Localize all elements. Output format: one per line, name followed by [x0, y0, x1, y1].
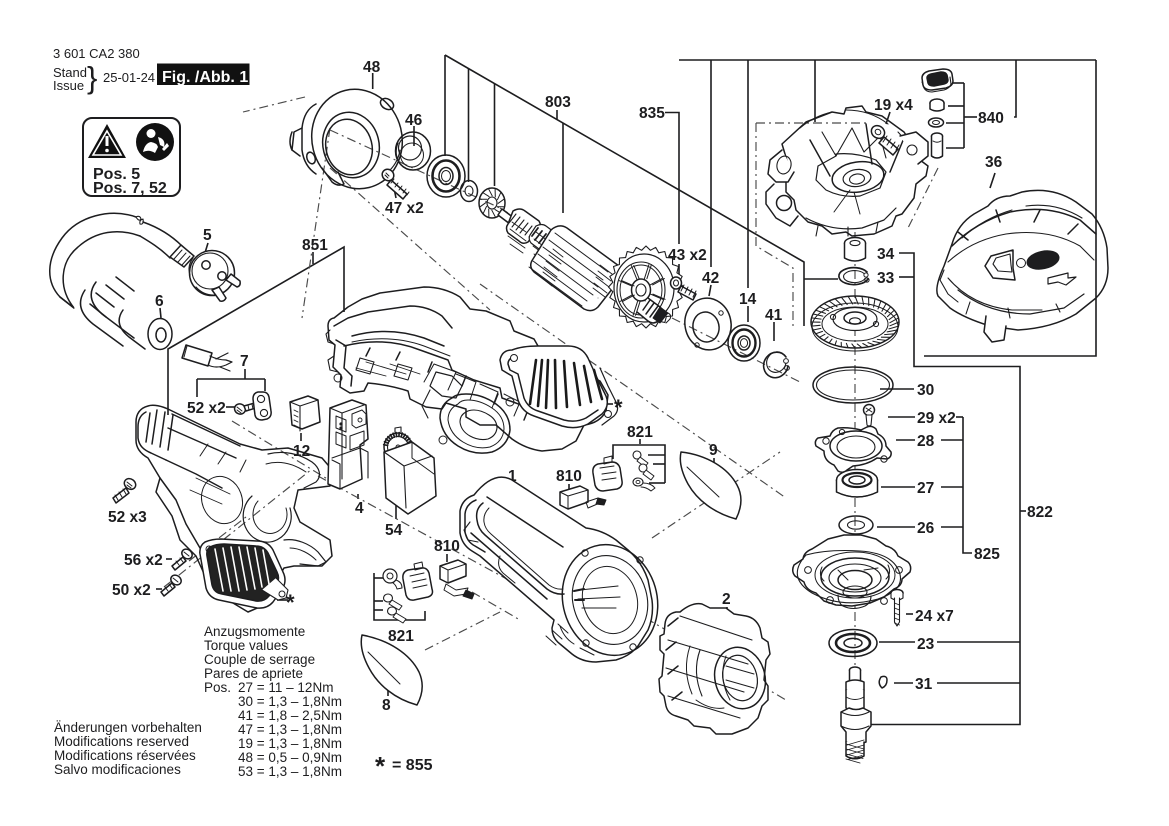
svg-text:30: 30 — [917, 382, 934, 399]
svg-text:28: 28 — [917, 433, 935, 450]
svg-text:Issue: Issue — [53, 78, 84, 93]
svg-text:Pos.: Pos. — [204, 680, 231, 695]
svg-text:47 = 1,3 – 1,8Nm: 47 = 1,3 – 1,8Nm — [238, 722, 342, 737]
svg-text:825: 825 — [974, 546, 1000, 563]
svg-text:27: 27 — [917, 480, 934, 497]
svg-text:840: 840 — [978, 110, 1004, 127]
svg-text:54: 54 — [385, 522, 403, 539]
svg-text:34: 34 — [877, 246, 895, 263]
svg-text:25-01-24: 25-01-24 — [103, 70, 155, 85]
svg-text:48 = 0,5 – 0,9Nm: 48 = 0,5 – 0,9Nm — [238, 750, 342, 765]
svg-text:803: 803 — [545, 94, 571, 111]
svg-text:46: 46 — [405, 112, 423, 129]
svg-text:26: 26 — [917, 520, 935, 537]
svg-text:= 855: = 855 — [392, 757, 433, 774]
svg-text:19 x4: 19 x4 — [874, 97, 913, 114]
svg-text:Modifications reserved: Modifications reserved — [54, 734, 189, 749]
svg-text:Torque values: Torque values — [204, 638, 288, 653]
svg-text:Änderungen vorbehalten: Änderungen vorbehalten — [54, 720, 202, 735]
svg-text:Salvo modificaciones: Salvo modificaciones — [54, 762, 181, 777]
svg-text:31: 31 — [915, 676, 933, 693]
svg-text:19 = 1,3 – 1,8Nm: 19 = 1,3 – 1,8Nm — [238, 736, 342, 751]
svg-text:8: 8 — [382, 697, 391, 714]
svg-text:*: * — [286, 590, 295, 615]
svg-text:*: * — [614, 395, 623, 420]
svg-text:29 x2: 29 x2 — [917, 410, 956, 427]
svg-text:52 x2: 52 x2 — [187, 400, 226, 417]
svg-text:821: 821 — [627, 424, 653, 441]
svg-text:41: 41 — [765, 307, 783, 324]
svg-text:Couple de serrage: Couple de serrage — [204, 652, 315, 667]
svg-text:835: 835 — [639, 105, 665, 122]
svg-text:27 = 11 – 12Nm: 27 = 11 – 12Nm — [238, 680, 333, 695]
svg-text:47 x2: 47 x2 — [385, 200, 424, 217]
svg-text:822: 822 — [1027, 504, 1053, 521]
svg-text:Anzugsmomente: Anzugsmomente — [204, 624, 305, 639]
svg-text:Pares de apriete: Pares de apriete — [204, 666, 303, 681]
svg-text:14: 14 — [739, 291, 757, 308]
svg-text:1: 1 — [508, 468, 517, 485]
svg-text:7: 7 — [240, 353, 249, 370]
svg-text:Pos. 5: Pos. 5 — [93, 166, 140, 183]
svg-text:}: } — [87, 60, 97, 95]
svg-text:33: 33 — [877, 270, 895, 287]
svg-text:821: 821 — [388, 628, 414, 645]
svg-text:9: 9 — [709, 442, 718, 459]
svg-text:6: 6 — [155, 293, 164, 310]
svg-text:Pos. 7, 52: Pos. 7, 52 — [93, 180, 167, 197]
svg-text:5: 5 — [203, 227, 212, 244]
svg-text:*: * — [375, 751, 386, 781]
svg-text:30 = 1,3 – 1,8Nm: 30 = 1,3 – 1,8Nm — [238, 694, 342, 709]
svg-text:Fig. /Abb. 1: Fig. /Abb. 1 — [162, 69, 248, 86]
svg-text:810: 810 — [434, 538, 460, 555]
svg-text:42: 42 — [702, 270, 719, 287]
svg-text:4: 4 — [355, 500, 364, 517]
svg-text:Modifications réservées: Modifications réservées — [54, 748, 196, 763]
svg-text:53 = 1,3 – 1,8Nm: 53 = 1,3 – 1,8Nm — [238, 764, 342, 779]
svg-text:56 x2: 56 x2 — [124, 552, 163, 569]
svg-text:36: 36 — [985, 154, 1003, 171]
svg-text:50 x2: 50 x2 — [112, 582, 151, 599]
svg-text:41 = 1,8 – 2,5Nm: 41 = 1,8 – 2,5Nm — [238, 708, 342, 723]
svg-text:851: 851 — [302, 237, 328, 254]
svg-text:3 601 CA2 380: 3 601 CA2 380 — [53, 46, 140, 61]
svg-text:Stand: Stand — [53, 65, 87, 80]
svg-text:52 x3: 52 x3 — [108, 509, 147, 526]
svg-text:23: 23 — [917, 636, 935, 653]
svg-text:2: 2 — [722, 591, 731, 608]
svg-text:48: 48 — [363, 59, 381, 76]
svg-text:24 x7: 24 x7 — [915, 608, 954, 625]
svg-text:43 x2: 43 x2 — [668, 247, 707, 264]
svg-text:810: 810 — [556, 468, 582, 485]
